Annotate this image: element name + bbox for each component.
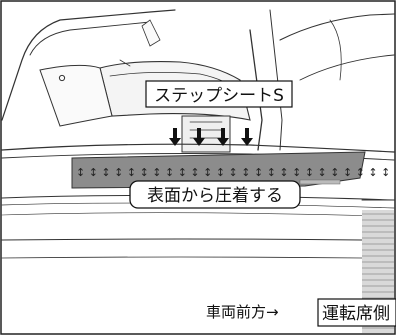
down-arrow-icon [169,128,181,146]
press-arrow-pattern: ↕ ↕ ↕ ↕ ↕ ↕ ↕ ↕ ↕ ↕ ↕ ↕ ↕ ↕ ↕ ↕ ↕ ↕ ↕ ↕ … [76,166,390,179]
part-label-box: ステップシートS [145,80,293,108]
side-label-box: 運転席側 [317,298,396,327]
direction-label: 車両前方→ [206,303,279,321]
step-sheet: ↕ ↕ ↕ ↕ ↕ ↕ ↕ ↕ ↕ ↕ ↕ ↕ ↕ ↕ ↕ ↕ ↕ ↕ ↕ ↕ … [71,151,390,189]
instruction-label-box: 表面から圧着する [129,180,301,209]
svg-text:↕ ↕ ↕ ↕ ↕ ↕ ↕ ↕ ↕ ↕ ↕ ↕ ↕ ↕ ↕: ↕ ↕ ↕ ↕ ↕ ↕ ↕ ↕ ↕ ↕ ↕ ↕ ↕ ↕ ↕ ↕ ↕ ↕ ↕ ↕ … [76,166,390,179]
down-arrow-icons [169,128,253,146]
instruction-label: 表面から圧着する [147,186,283,206]
part-label: ステップシートS [154,86,284,106]
down-arrow-icon [217,128,229,146]
side-label: 運転席側 [322,304,390,324]
down-arrow-icon [241,128,253,146]
down-arrow-icon [193,128,205,146]
